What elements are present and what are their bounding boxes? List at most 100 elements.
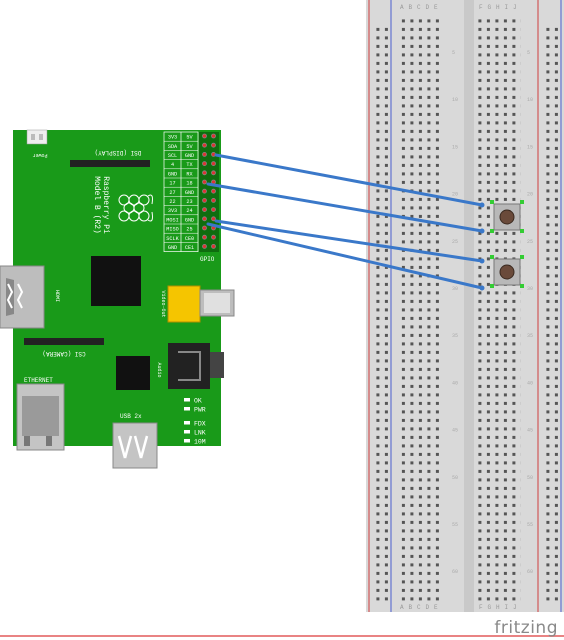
status-led-label: PWR bbox=[194, 407, 206, 414]
row-number-right: 35 bbox=[527, 333, 533, 339]
audio-label: Audio bbox=[156, 362, 162, 377]
gpio-pin-label: SCL bbox=[168, 153, 177, 159]
gpio-pin-label: 18 bbox=[186, 181, 192, 187]
pushbutton-2[interactable] bbox=[490, 255, 524, 288]
status-led-label: OK bbox=[194, 398, 202, 405]
status-led-label: 10M bbox=[194, 439, 206, 446]
lan-chip bbox=[116, 356, 150, 390]
gpio-pin[interactable] bbox=[202, 216, 207, 222]
gpio-pin[interactable] bbox=[211, 207, 216, 213]
video-out-jack[interactable] bbox=[167, 285, 235, 323]
wire-1[interactable] bbox=[214, 153, 484, 207]
pushbutton-1[interactable] bbox=[490, 200, 524, 233]
row-number-left: 20 bbox=[452, 192, 458, 198]
gpio-pin[interactable] bbox=[211, 133, 216, 139]
gpio-pin-label: 5V bbox=[186, 135, 193, 141]
usb-label: USB 2x bbox=[120, 413, 142, 420]
audio-jack[interactable] bbox=[168, 343, 224, 389]
gpio-pin[interactable] bbox=[202, 188, 207, 194]
power-connector[interactable] bbox=[26, 129, 48, 145]
row-number-right: 55 bbox=[527, 522, 533, 528]
gpio-pin[interactable] bbox=[211, 142, 216, 148]
gpio-pin[interactable] bbox=[202, 179, 207, 185]
gpio-pin[interactable] bbox=[202, 225, 207, 231]
csi-label: CSI (CAMERA) bbox=[42, 350, 85, 357]
fritzing-watermark: fritzing bbox=[494, 618, 558, 638]
gpio-pin-label: 3V3 bbox=[168, 135, 177, 141]
row-number-left: 15 bbox=[452, 144, 458, 150]
row-number-right: 60 bbox=[527, 569, 533, 575]
csi-connector[interactable] bbox=[24, 338, 104, 345]
column-letter: H bbox=[496, 604, 500, 611]
gpio-pin-label: TX bbox=[186, 162, 193, 168]
wire-3[interactable] bbox=[214, 219, 484, 263]
soc-chip bbox=[91, 256, 141, 306]
gpio-pin[interactable] bbox=[211, 234, 216, 240]
row-number-right: 50 bbox=[527, 475, 533, 481]
status-led bbox=[184, 398, 190, 402]
status-led bbox=[184, 421, 190, 425]
gpio-pin[interactable] bbox=[211, 216, 216, 222]
gpio-pin-label: CE1 bbox=[185, 245, 194, 251]
column-letter: J bbox=[513, 604, 517, 611]
column-letter: I bbox=[505, 604, 509, 611]
hdmi-port[interactable] bbox=[0, 265, 45, 329]
gpio-pin-label: GND bbox=[185, 217, 194, 223]
column-letter: B bbox=[409, 604, 413, 611]
column-letter: J bbox=[513, 4, 517, 11]
row-number-right: 10 bbox=[527, 97, 533, 103]
hdmi-label: HDMI bbox=[54, 290, 60, 302]
gpio-pin[interactable] bbox=[202, 161, 207, 167]
ethernet-port[interactable] bbox=[16, 383, 65, 451]
gpio-pin[interactable] bbox=[211, 161, 216, 167]
gpio-pin-label: MOSI bbox=[166, 217, 178, 223]
column-letter: C bbox=[417, 604, 421, 611]
gpio-pin[interactable] bbox=[202, 151, 207, 157]
gpio-pin[interactable] bbox=[202, 197, 207, 203]
status-led bbox=[184, 439, 190, 443]
gpio-pin[interactable] bbox=[202, 243, 207, 249]
gpio-label: GPIO bbox=[200, 256, 215, 263]
row-number-right: 45 bbox=[527, 428, 533, 434]
center-channel bbox=[464, 0, 474, 612]
column-letter: F bbox=[479, 4, 483, 11]
terminal-strip-right[interactable] bbox=[477, 14, 521, 604]
gpio-header[interactable] bbox=[199, 132, 219, 252]
gpio-pin[interactable] bbox=[202, 170, 207, 176]
gpio-pin-label: 5V bbox=[186, 144, 193, 150]
wire-2[interactable] bbox=[206, 182, 484, 233]
gpio-pin[interactable] bbox=[202, 207, 207, 213]
jumper-wires[interactable] bbox=[206, 153, 484, 290]
row-number-left: 40 bbox=[452, 380, 458, 386]
row-number-left: 35 bbox=[452, 333, 458, 339]
gpio-pin-label: 24 bbox=[186, 208, 192, 214]
dsi-connector[interactable] bbox=[70, 160, 150, 167]
power-rail-right[interactable] bbox=[537, 0, 562, 612]
gpio-pin[interactable] bbox=[211, 170, 216, 176]
gpio-pin[interactable] bbox=[211, 188, 216, 194]
gpio-pin[interactable] bbox=[202, 133, 207, 139]
gpio-pin[interactable] bbox=[211, 243, 216, 249]
row-number-right: 20 bbox=[527, 192, 533, 198]
gpio-pin[interactable] bbox=[211, 197, 216, 203]
column-letter: E bbox=[434, 4, 438, 11]
video-out-label: Video-Out bbox=[160, 290, 166, 317]
status-led-label: FDX bbox=[194, 421, 206, 428]
gpio-pin-label: 27 bbox=[169, 190, 175, 196]
gpio-pin[interactable] bbox=[202, 234, 207, 240]
gpio-pin-label: MISO bbox=[166, 227, 178, 233]
usb-port[interactable] bbox=[112, 422, 158, 469]
gpio-pin-label: 23 bbox=[186, 199, 192, 205]
column-letter: D bbox=[426, 604, 430, 611]
gpio-pin[interactable] bbox=[202, 142, 207, 148]
gpio-pin-label: RX bbox=[186, 171, 193, 177]
power-rail-left[interactable] bbox=[368, 0, 392, 612]
column-letter: E bbox=[434, 604, 438, 611]
gpio-pin-label: GND bbox=[185, 190, 194, 196]
wire-4[interactable] bbox=[206, 222, 484, 290]
row-number-right: 5 bbox=[527, 50, 530, 56]
terminal-strip-left[interactable] bbox=[398, 14, 442, 604]
row-number-right: 25 bbox=[527, 239, 533, 245]
